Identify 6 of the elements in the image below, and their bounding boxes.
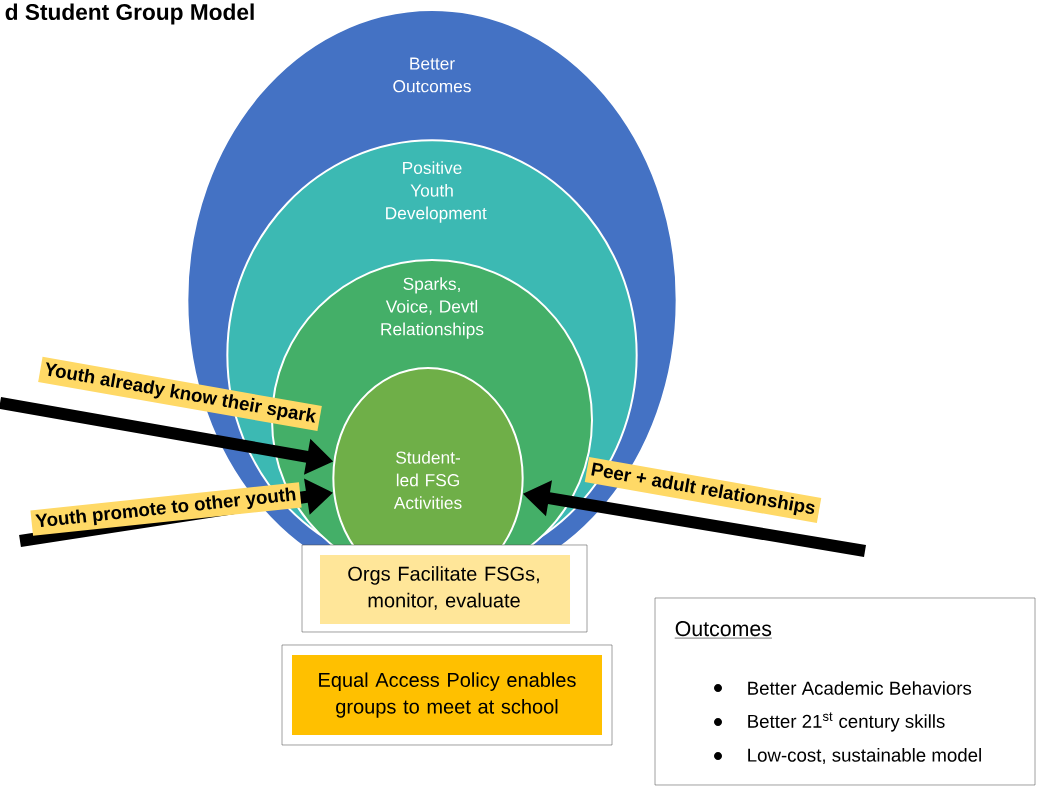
bullet-item: Better 21$^{st}$ century skills (714, 712, 945, 732)
bullet-item: Low-cost, sustainable model (714, 748, 981, 764)
heading: Outcomes (674, 621, 773, 639)
text-box: Orgs Facilitate FSGs, monitor, evaluate (301, 544, 588, 633)
text-box: Equal Access Policy enables groups to meet at school (281, 644, 613, 746)
bullet-item: Better Academic Behaviors (714, 681, 972, 695)
